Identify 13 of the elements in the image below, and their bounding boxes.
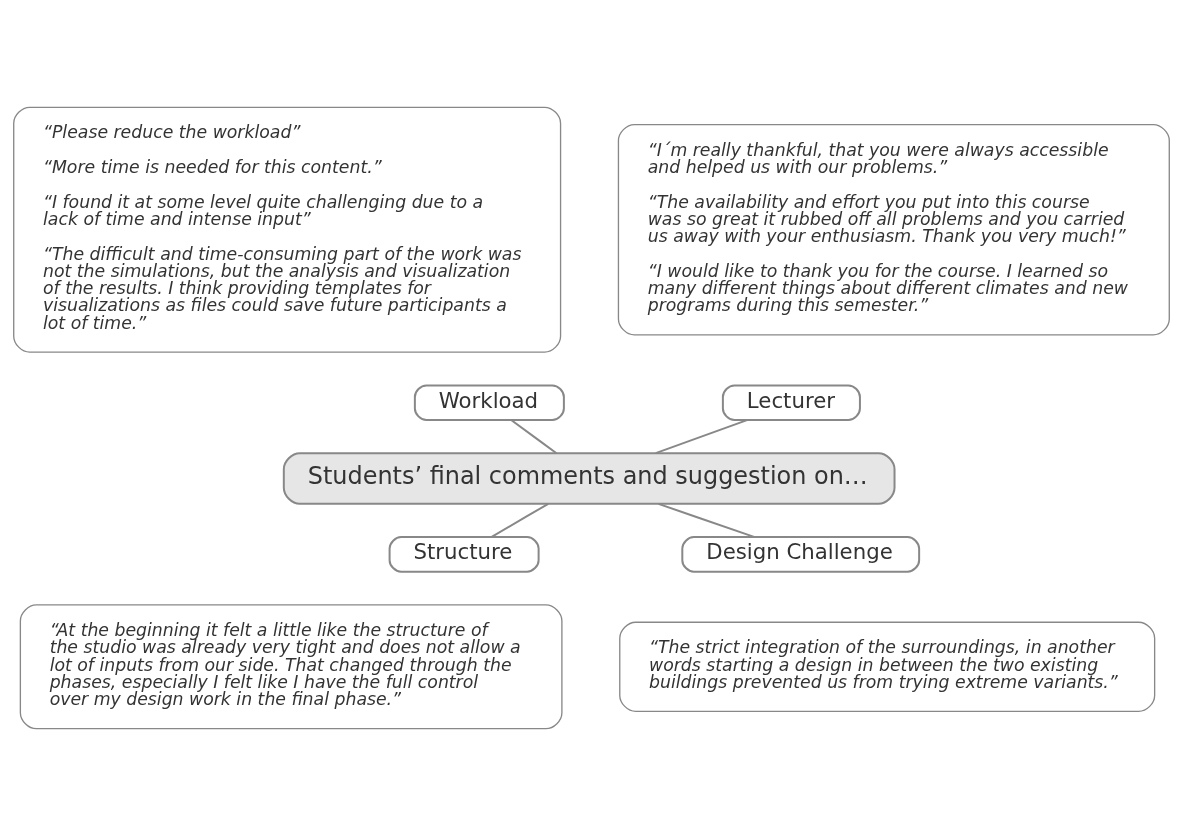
node-box: Structure — [388, 535, 540, 573]
node-box: Lecturer — [721, 383, 861, 421]
node-box: “I´m really thankful, that you were always accessible and helped us with our problems.” “The availability and effort you put into this course was so great it rubbed off all problems and you carried us away with your enthusiasm. Thank you very much!” “I would like to thank you for the course. I learned so many different things about different climates and new programs during this semester.” — [617, 123, 1170, 335]
node-box: “The strict integration of the surroundings, in another words starting a design in between the two existing buildings prevented us from trying extreme variants.” — [619, 621, 1156, 712]
node-box: Students’ final comments and suggestion on… — [282, 451, 896, 505]
node-box: Workload — [413, 383, 565, 421]
connector — [490, 502, 550, 538]
connector — [657, 502, 755, 538]
connector — [654, 418, 749, 454]
node-box: “At the beginning it felt a little like the structure of the studio was already very tight and does not allow a lot of inputs from our side. That changed through the phases, especially I felt like I have the full control over my design work in the final phase.” — [19, 603, 563, 729]
node-box: Design Challenge — [681, 535, 921, 573]
connector — [510, 418, 558, 454]
node-box: “Please reduce the workload” “More time is needed for this content.” “I found it at some level quite challenging due to a lack of time and intense input” “The difficult and time-consuming part of the work was not the simulations, but the analysis and visualization of the results. I think providing templates for visualizations as files could save future participants a lot of time.” — [13, 106, 562, 353]
